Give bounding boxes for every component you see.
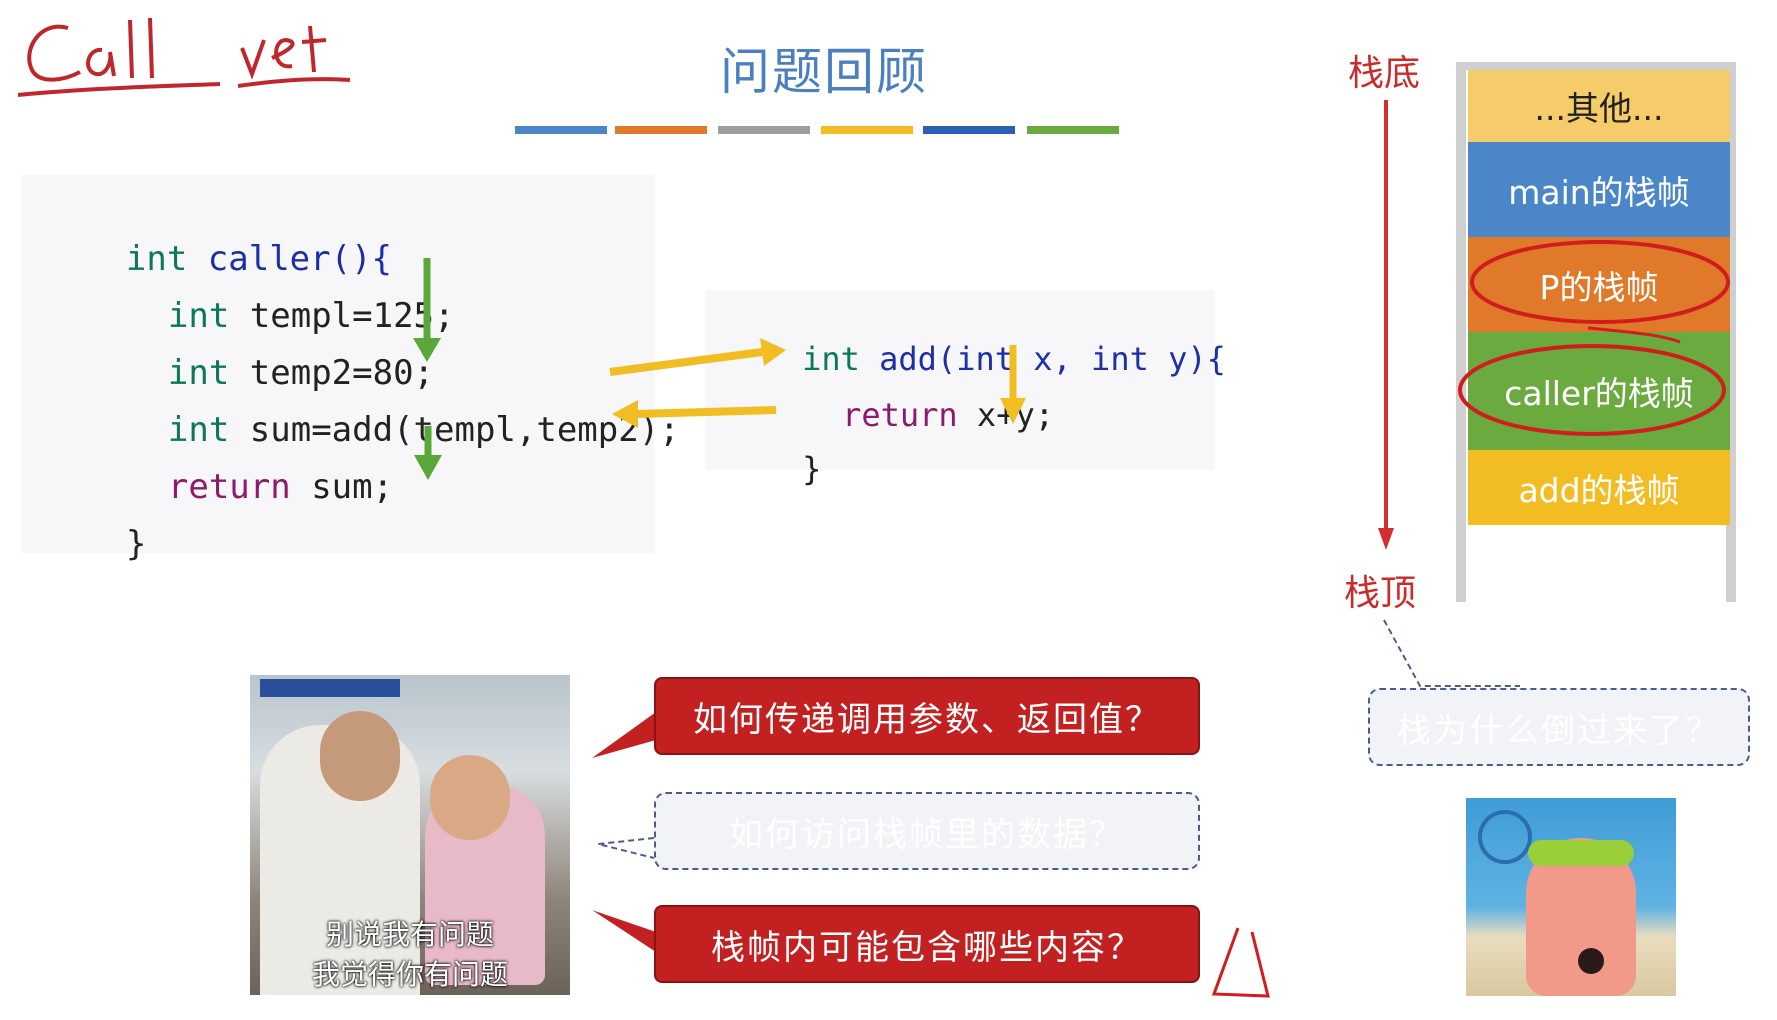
title-bar-6 <box>1027 126 1119 134</box>
add-code-panel: int add(int x, int y){ return x+y; } <box>705 290 1226 488</box>
stack-frame-add: add的栈帧 <box>1468 450 1730 525</box>
question-bubble-stack-reversed: 栈为什么倒过来了？ <box>1368 688 1750 766</box>
circle-caller-frame-icon <box>1458 344 1726 436</box>
code-keyword: return <box>842 396 958 434</box>
bubble-tail-right <box>1383 619 1520 687</box>
meme-caption-1: 别说我有问题 <box>325 918 494 951</box>
code-line: } <box>44 484 146 604</box>
title-bar-2 <box>615 126 707 134</box>
stack-frame-label: caller的栈帧 <box>1504 374 1694 413</box>
code-line: int temp2=80; <box>86 313 434 433</box>
handwriting-call-ret-icon <box>17 17 351 97</box>
stack-frame-label: add的栈帧 <box>1518 470 1680 510</box>
code-text: add(int x, int y){ <box>859 340 1226 378</box>
stack-annotation-circles <box>1458 240 1730 436</box>
code-line: int caller(){ <box>44 199 392 319</box>
question-bubble-access-data: 如何访问栈帧里的数据？ <box>654 792 1200 870</box>
title-bar-4 <box>821 126 913 134</box>
title-bar-5 <box>923 126 1015 134</box>
question-text: 栈为什么倒过来了？ <box>1397 710 1721 751</box>
code-line: int sum=add(templ,temp2); <box>86 370 680 490</box>
question-bubble-frame-contents: 栈帧内可能包含哪些内容？ <box>654 905 1200 983</box>
bubble-tail-red-3 <box>592 910 656 952</box>
stack-bottom-label: 栈底 <box>1348 53 1421 94</box>
bubble-tail-dash-2 <box>597 837 655 859</box>
stack-frame-border <box>1456 62 1736 602</box>
code-text: sum=add(templ,temp2); <box>229 410 680 450</box>
meme-doctor-image: 别说我有问题 我觉得你有问题 <box>250 675 570 995</box>
stack-frame-caller: caller的栈帧 <box>1468 332 1730 450</box>
stack-frame-label: ...其他... <box>1534 89 1664 128</box>
code-text: caller(){ <box>187 239 393 279</box>
code-line: } <box>725 412 821 526</box>
meme-flower-icon <box>1478 810 1532 864</box>
bubble-tail-red-1 <box>592 712 656 758</box>
code-keyword: int <box>802 340 860 378</box>
code-text: temp2=80; <box>229 353 435 393</box>
stack-top-label: 栈顶 <box>1344 573 1417 614</box>
code-text: templ=125; <box>229 296 455 336</box>
title-bar-3 <box>718 126 810 134</box>
code-text: sum; <box>290 467 394 507</box>
handwritten-triangle-icon <box>1211 927 1270 998</box>
caller-code-panel: int caller(){ int templ=125; int temp2=8… <box>22 175 680 564</box>
handwriting-annotation <box>10 0 351 110</box>
question-text: 栈帧内可能包含哪些内容？ <box>711 927 1143 968</box>
meme-patrick-image <box>1466 798 1676 996</box>
code-keyword: int <box>167 353 230 393</box>
question-text: 如何传递调用参数、返回值？ <box>693 699 1161 740</box>
code-line: int templ=125; <box>86 256 455 376</box>
code-line: int add(int x, int y){ <box>725 302 1226 416</box>
code-text: x+y; <box>957 396 1054 434</box>
stack-frame-label: main的栈帧 <box>1508 172 1690 212</box>
meme-doctor-head <box>320 711 400 801</box>
meme-patrick-hat <box>1528 840 1634 866</box>
code-line: return sum; <box>86 427 393 547</box>
stack-frame-other: ...其他... <box>1468 70 1730 142</box>
code-keyword: int <box>125 239 188 279</box>
meme-patrick-mouth <box>1578 948 1604 974</box>
bubble-tails <box>592 712 656 952</box>
slide-title: 问题回顾 <box>720 43 928 101</box>
meme-header-strip <box>260 679 400 697</box>
code-text: } <box>125 524 147 564</box>
meme-caption-2: 我觉得你有问题 <box>311 958 508 991</box>
meme-child-head <box>430 755 510 840</box>
code-keyword: int <box>167 410 230 450</box>
code-keyword: return <box>167 467 291 507</box>
question-bubble-params: 如何传递调用参数、返回值？ <box>654 677 1200 755</box>
question-text: 如何访问栈帧里的数据？ <box>729 814 1125 855</box>
title-bar-1 <box>515 126 607 134</box>
circle-p-frame-icon <box>1470 240 1730 324</box>
code-keyword: int <box>167 296 230 336</box>
stack-frame-main: main的栈帧 <box>1468 142 1730 237</box>
stack-frame-label: P的栈帧 <box>1539 267 1659 307</box>
code-text: } <box>802 450 822 488</box>
stack-direction-arrow-icon <box>1378 100 1394 550</box>
